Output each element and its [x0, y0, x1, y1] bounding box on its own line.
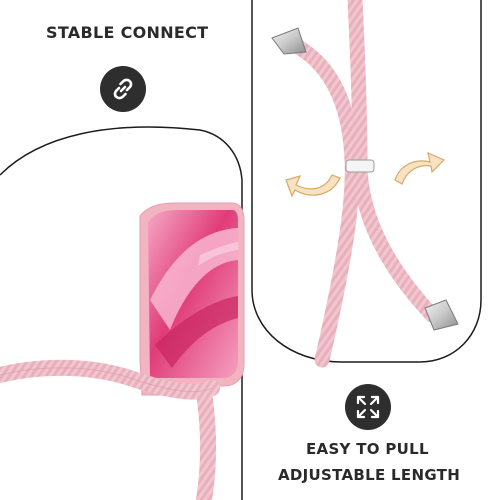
- arrows-expand-icon: [345, 384, 391, 430]
- caption-stable-connect: STABLE CONNECT: [46, 23, 209, 42]
- slider-clip: [345, 159, 375, 173]
- phone-illustration: [139, 202, 245, 396]
- lanyard-illustration: [271, 0, 459, 368]
- right-panel-frame: [251, 0, 482, 363]
- left-panel-frame: [0, 126, 243, 500]
- arrow-right-icon: [394, 151, 446, 185]
- rope-left-lower: [196, 392, 216, 500]
- caption-easy-to-pull: EASY TO PULL: [306, 440, 429, 458]
- caption-adjustable-length: ADJUSTABLE LENGTH: [278, 466, 461, 484]
- metal-tip-bottom: [424, 299, 459, 331]
- arrow-left-icon: [285, 174, 341, 198]
- metal-tip-top: [271, 27, 307, 55]
- link-icon: [100, 66, 146, 112]
